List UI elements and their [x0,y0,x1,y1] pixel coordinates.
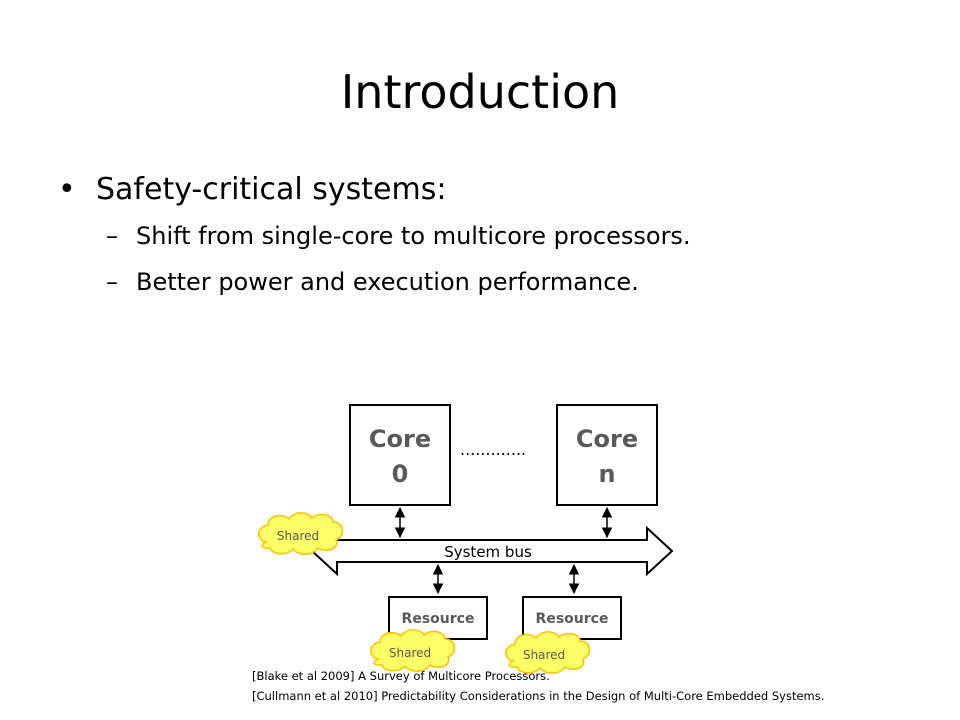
dash-icon: – [106,268,118,296]
slide-title: Introduction [340,65,620,119]
bullet-list: • Safety-critical systems: – Shift from … [58,170,938,302]
core-0-label-line1: Core [369,425,431,453]
resource-2-label: Resource [536,611,609,627]
shared-cloud-resource-1-shape [370,629,456,672]
core-n-label-line2: n [598,460,615,488]
core-n-label-line1: Core [576,425,638,453]
shared-label-resource-1: Shared [389,646,431,660]
reference-2: [Cullmann et al 2010] Predictability Con… [252,689,825,703]
sub-bullet-1: – Shift from single-core to multicore pr… [58,216,938,256]
sub-bullet-2: – Better power and execution performance… [58,262,938,302]
main-bullet-text: Safety-critical systems: [96,172,447,207]
shared-label-resource-2: Shared [523,648,565,662]
core-n-box [556,404,658,506]
resource-1-label: Resource [402,611,475,627]
sub-bullet-1-text: Shift from single-core to multicore proc… [136,222,691,250]
bullet-dot-icon: • [58,172,76,207]
shared-cloud-resource-2-shape [505,631,591,674]
main-bullet: • Safety-critical systems: [58,170,938,210]
references: [Blake et al 2009] A Survey of Multicore… [252,666,952,706]
core-ellipsis: ............. [460,440,526,459]
sub-bullet-2-text: Better power and execution performance. [136,268,639,296]
core-0-box [349,404,451,506]
shared-cloud-resource-1: Shared [370,629,456,672]
core-0-label-line2: 0 [392,460,409,488]
reference-1: [Blake et al 2009] A Survey of Multicore… [252,669,550,683]
dash-icon: – [106,222,118,250]
resource-2-box [522,596,622,640]
shared-cloud-bus-shape [258,512,344,555]
shared-cloud-bus: Shared [258,512,344,555]
shared-cloud-resource-2: Shared [505,631,591,674]
system-bus-label: System bus [444,543,532,561]
shared-label-bus: Shared [277,529,319,543]
